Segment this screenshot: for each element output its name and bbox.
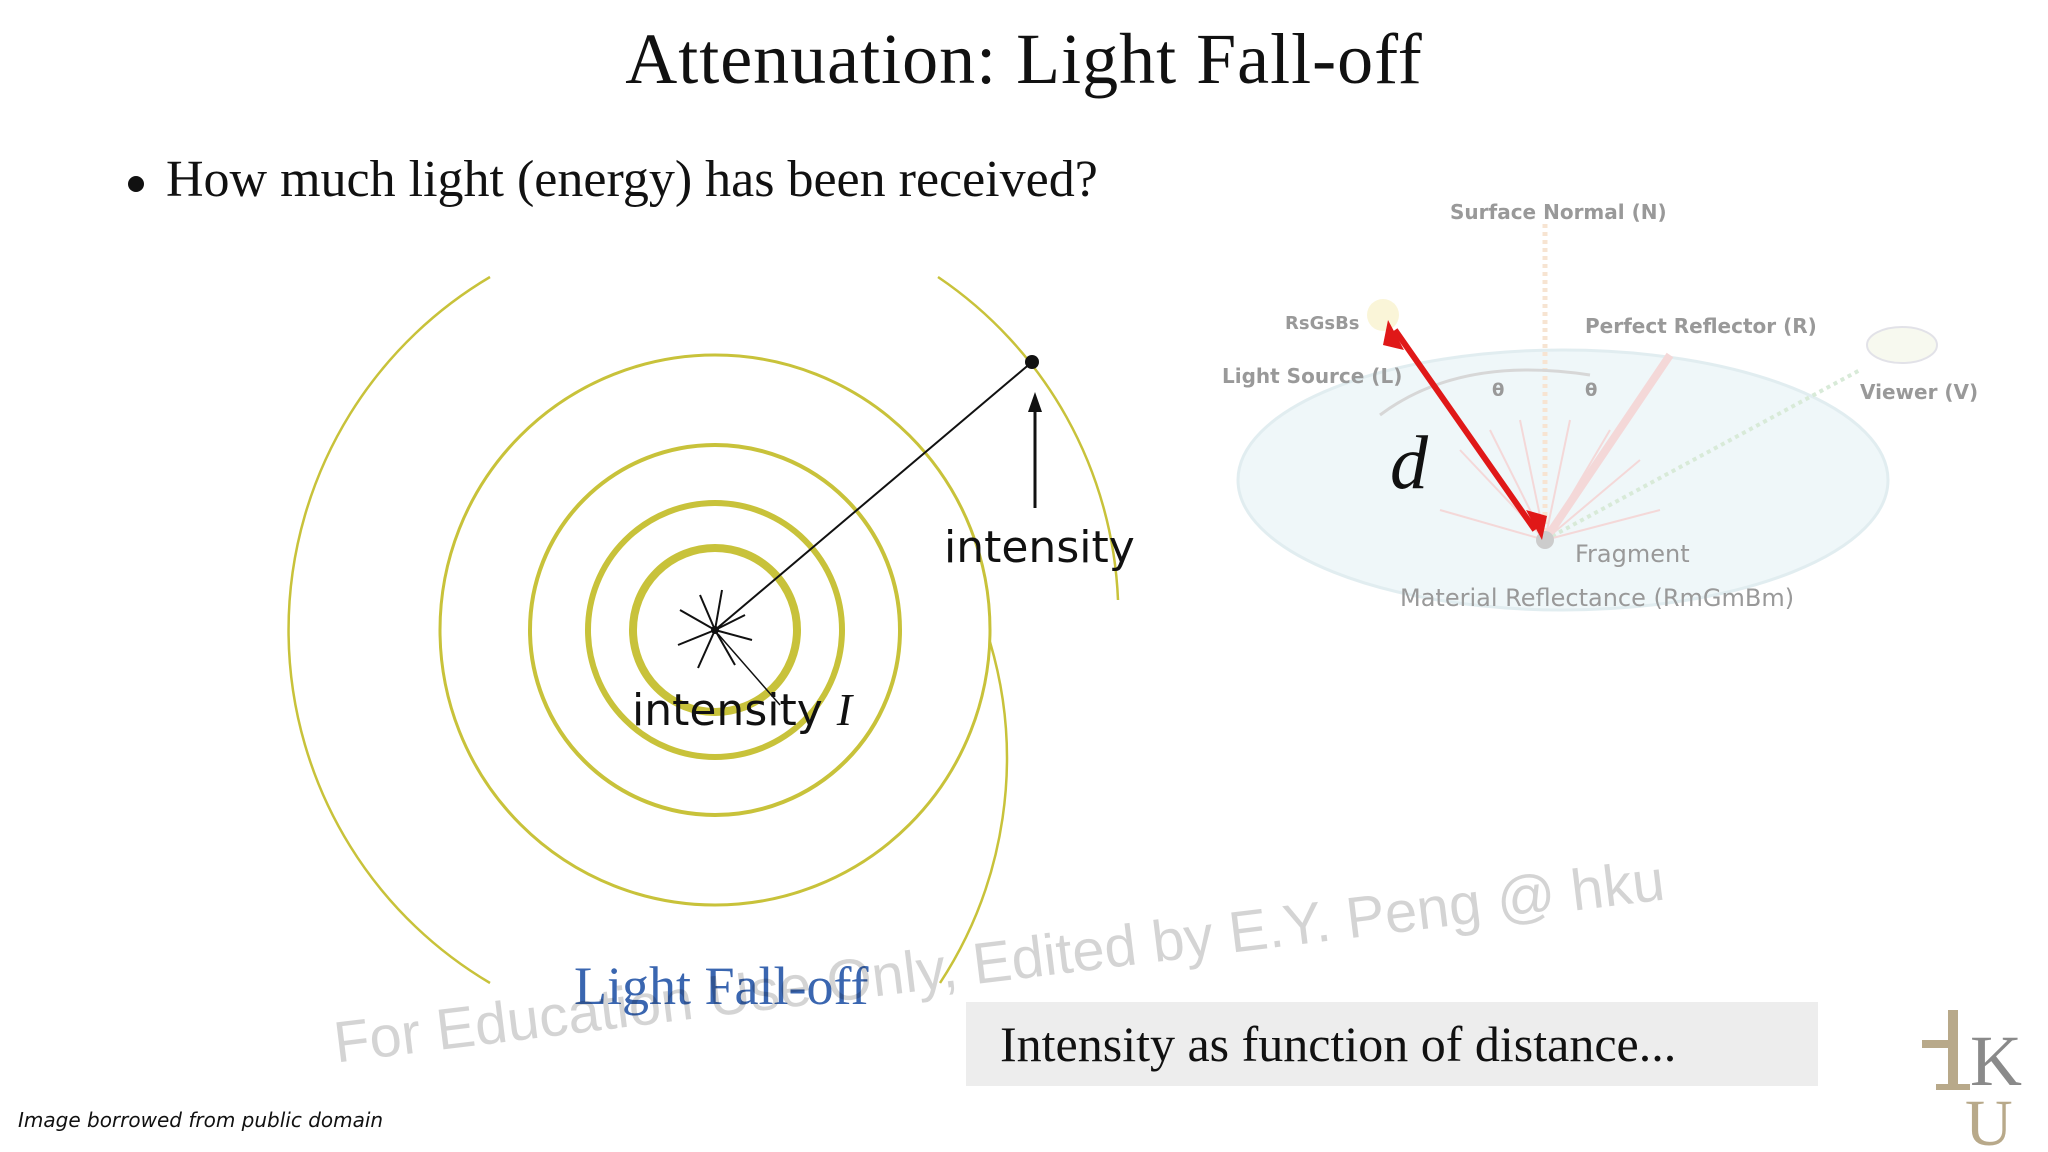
inner-intensity-text: intensity (632, 685, 823, 736)
hku-logo: K U (1922, 1010, 2022, 1148)
ring-5-right-bottom (938, 641, 1009, 984)
radius-line (714, 361, 1033, 631)
svg-text:K: K (1970, 1021, 2022, 1101)
surface-blob (1236, 348, 1890, 612)
reflection-illustration (1236, 220, 1938, 612)
light-falloff-diagram (287, 275, 1120, 985)
inner-intensity-label: intensity I (632, 683, 852, 736)
ring-5-left (287, 275, 491, 985)
theta-left: θ (1492, 380, 1505, 401)
ring-1 (629, 544, 801, 716)
ring-5-right-top (937, 275, 1120, 601)
svg-text:U: U (1965, 1087, 2013, 1148)
ring-4 (438, 353, 992, 907)
light-color-label: RsGsBs (1285, 313, 1360, 334)
inner-pointer (717, 633, 781, 706)
viewer-label: Viewer (V) (1860, 380, 1979, 404)
arrow-head-bottom-icon (1526, 510, 1547, 540)
up-arrow-icon (1028, 392, 1042, 412)
surface-normal-label: Surface Normal (N) (1450, 200, 1667, 224)
intensity-symbol: I (836, 684, 853, 735)
light-source-label: Light Source (L) (1222, 364, 1403, 388)
arrow-head-top-icon (1383, 320, 1404, 350)
ring-3 (528, 443, 902, 817)
perfect-reflector-label: Perfect Reflector (R) (1585, 314, 1817, 338)
fragment-label: Fragment (1575, 540, 1690, 568)
sample-point (1025, 355, 1039, 369)
outer-intensity-label: intensity (944, 522, 1135, 573)
falloff-caption: Light Fall-off (574, 956, 869, 1016)
bullet-question: How much light (energy) has been receive… (128, 151, 1098, 208)
slide-title: Attenuation: Light Fall-off (625, 19, 1423, 99)
image-credit: Image borrowed from public domain (18, 1108, 384, 1132)
distance-arrow (1392, 328, 1538, 532)
theta-right: θ (1585, 380, 1598, 401)
video-subtitle: Intensity as function of distance... (966, 1002, 1818, 1086)
distance-symbol: d (1390, 421, 1428, 505)
material-label: Material Reflectance (RmGmBm) (1400, 584, 1795, 612)
ring-2 (585, 500, 845, 760)
